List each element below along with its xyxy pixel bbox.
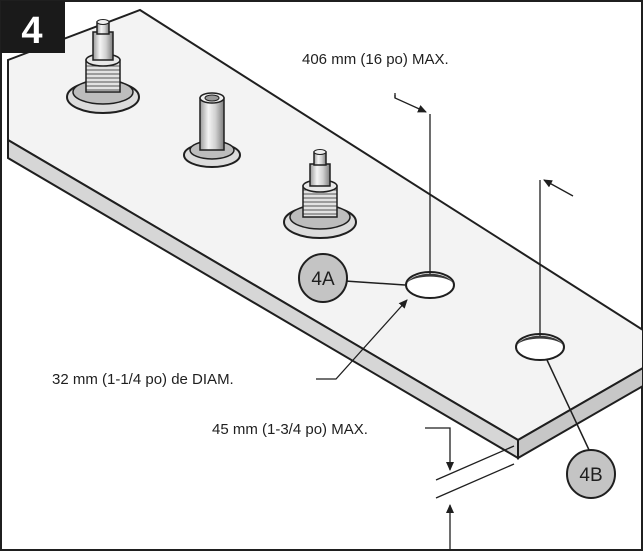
hole-diameter-label: 32 mm (1-1/4 po) de DIAM.: [52, 371, 234, 388]
step-number: 4: [21, 10, 42, 52]
callout-4b-label: 4B: [579, 465, 602, 486]
spacing-dimension: [394, 93, 574, 336]
callout-4b-leader: [546, 359, 591, 453]
hole-4b: [515, 333, 565, 361]
spout-connector: [183, 92, 241, 168]
deck-side-edge: [517, 366, 643, 460]
hole-4a: [405, 271, 455, 299]
callout-4b-badge: [566, 449, 616, 499]
max-spacing-label: 406 mm (16 po) MAX.: [302, 51, 449, 68]
max-thickness-label: 45 mm (1-3/4 po) MAX.: [212, 421, 368, 438]
callout-4a-badge: [298, 253, 348, 303]
valve-right: [283, 149, 357, 239]
valve-left: [66, 19, 140, 114]
thickness-dimension: [425, 427, 515, 551]
diameter-leader-line: [316, 299, 408, 380]
callout-4a-label: 4A: [311, 269, 335, 290]
callout-4a-leader: [344, 280, 406, 286]
step-badge: [1, 1, 65, 53]
